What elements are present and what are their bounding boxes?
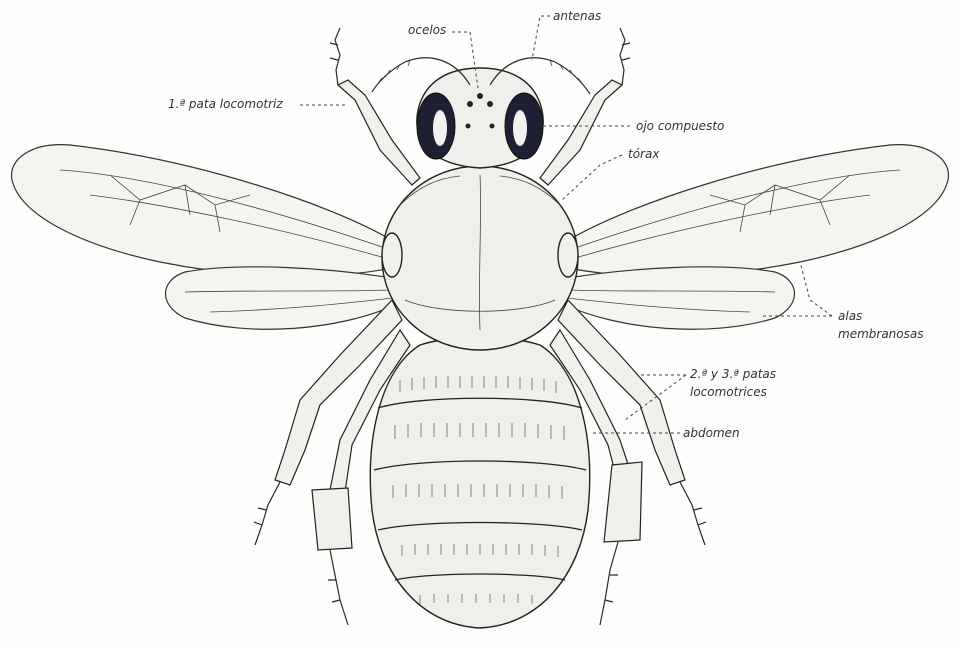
- label-antenas: antenas: [532, 9, 601, 60]
- label-text-patas23-1: 2.ª y 3.ª patas: [690, 367, 776, 381]
- label-pata1: 1.ª pata locomotriz: [168, 97, 345, 111]
- ocellus: [477, 93, 483, 99]
- label-text-patas23-2: locomotrices: [690, 385, 767, 399]
- label-text-alas-2: membranosas: [838, 327, 923, 341]
- front-leg-left: [330, 28, 420, 185]
- thorax: [382, 166, 578, 350]
- label-ojo: ojo compuesto: [543, 119, 724, 133]
- label-text-abdomen: abdomen: [683, 426, 740, 440]
- left-forewing: [12, 145, 392, 277]
- label-text-ojo: ojo compuesto: [636, 119, 724, 133]
- left-hindwing: [165, 267, 395, 329]
- ocellus: [467, 101, 473, 107]
- label-text-ocelos: ocelos: [408, 23, 446, 37]
- label-text-pata1: 1.ª pata locomotriz: [168, 97, 283, 111]
- label-text-torax: tórax: [628, 147, 660, 161]
- label-torax: tórax: [562, 147, 660, 200]
- label-text-alas-1: alas: [838, 309, 862, 323]
- abdomen: [370, 338, 589, 629]
- right-forewing: [568, 145, 948, 277]
- front-leg-right: [540, 28, 630, 185]
- label-text-antenas: antenas: [553, 9, 601, 23]
- right-hindwing: [565, 267, 795, 329]
- head: [417, 68, 543, 168]
- ocellus: [487, 101, 493, 107]
